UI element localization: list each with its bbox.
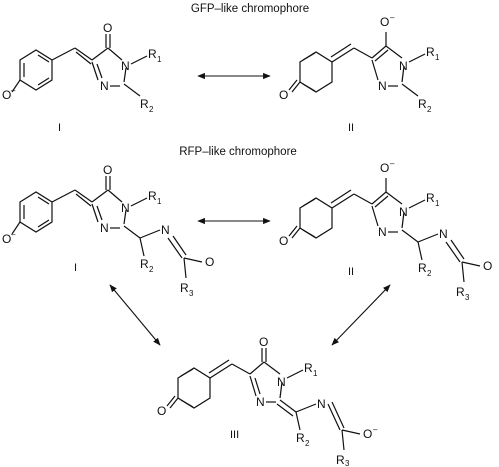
charge-label: – bbox=[390, 159, 395, 168]
r-group-label: R bbox=[418, 261, 427, 275]
r-subscript: 1 bbox=[313, 369, 318, 378]
r-group-label: R bbox=[296, 431, 305, 445]
r-subscript: 2 bbox=[305, 439, 310, 448]
oxygen-label: O bbox=[2, 88, 11, 102]
r-group-label: R bbox=[426, 191, 435, 205]
nitrogen-label: N bbox=[317, 397, 326, 411]
nitrogen-label: N bbox=[100, 221, 109, 235]
charge-label: – bbox=[11, 86, 16, 95]
nitrogen-label: N bbox=[161, 223, 170, 237]
r-subscript: 1 bbox=[157, 55, 162, 64]
charge-label: – bbox=[11, 230, 16, 239]
gfp-section-title: GFP–like chromophore bbox=[191, 3, 309, 15]
r-subscript: 2 bbox=[149, 265, 154, 274]
rfp-structure-I: O – O N R 1 N R 2 N O R 3 I bbox=[2, 163, 214, 298]
r-subscript: 2 bbox=[427, 105, 432, 114]
rfp-structure-II: O O – N R 1 N R 2 N O R 3 II bbox=[279, 159, 492, 302]
oxygen-label: O bbox=[103, 163, 112, 177]
oxygen-label: O bbox=[279, 234, 288, 248]
oxygen-label: O bbox=[363, 427, 372, 441]
r-group-label: R bbox=[426, 45, 435, 59]
nitrogen-label: N bbox=[439, 227, 448, 241]
r-group-label: R bbox=[148, 189, 157, 203]
r-subscript: 3 bbox=[189, 289, 194, 298]
r-group-label: R bbox=[418, 97, 427, 111]
oxygen-label: O bbox=[279, 88, 288, 102]
r-subscript: 1 bbox=[435, 199, 440, 208]
r-group-label: R bbox=[148, 47, 157, 61]
structure-label: III bbox=[230, 429, 239, 441]
r-subscript: 3 bbox=[345, 459, 350, 467]
resonance-arrow bbox=[331, 284, 391, 346]
r-group-label: R bbox=[336, 453, 345, 467]
r-subscript: 3 bbox=[465, 293, 470, 302]
oxygen-label: O bbox=[380, 161, 389, 175]
oxygen-label: O bbox=[157, 404, 166, 418]
resonance-arrow bbox=[109, 284, 161, 346]
charge-label: – bbox=[373, 425, 378, 434]
r-group-label: R bbox=[180, 281, 189, 295]
r-group-label: R bbox=[140, 257, 149, 271]
r-subscript: 1 bbox=[435, 53, 440, 62]
r-subscript: 2 bbox=[427, 269, 432, 278]
nitrogen-label: N bbox=[277, 375, 286, 389]
structure-label: I bbox=[74, 262, 77, 274]
nitrogen-label: N bbox=[121, 201, 130, 215]
r-group-label: R bbox=[304, 361, 313, 375]
oxygen-label: O bbox=[205, 255, 214, 269]
nitrogen-label: N bbox=[378, 79, 387, 93]
rfp-structure-III: O O N R 1 N R 2 N O – R 3 III bbox=[157, 335, 378, 467]
r-subscript: 2 bbox=[149, 105, 154, 114]
rfp-section-title: RFP–like chromophore bbox=[179, 146, 297, 158]
nitrogen-label: N bbox=[399, 205, 408, 219]
nitrogen-label: N bbox=[378, 225, 387, 239]
oxygen-label: O bbox=[259, 335, 268, 349]
oxygen-label: O bbox=[2, 232, 11, 246]
gfp-structure-I: O – O N R 1 N R 2 I bbox=[2, 21, 162, 134]
gfp-structure-II: O O – N R 1 N R 2 II bbox=[279, 13, 440, 134]
charge-label: – bbox=[390, 13, 395, 22]
structure-label: I bbox=[58, 122, 61, 134]
nitrogen-label: N bbox=[256, 395, 265, 409]
nitrogen-label: N bbox=[121, 59, 130, 73]
r-subscript: 1 bbox=[157, 197, 162, 206]
nitrogen-label: N bbox=[100, 79, 109, 93]
r-group-label: R bbox=[140, 97, 149, 111]
nitrogen-label: N bbox=[399, 59, 408, 73]
oxygen-label: O bbox=[103, 21, 112, 35]
r-group-label: R bbox=[456, 285, 465, 299]
structure-label: II bbox=[348, 266, 354, 278]
structure-label: II bbox=[348, 122, 354, 134]
oxygen-label: O bbox=[483, 259, 492, 273]
oxygen-label: O bbox=[380, 15, 389, 29]
